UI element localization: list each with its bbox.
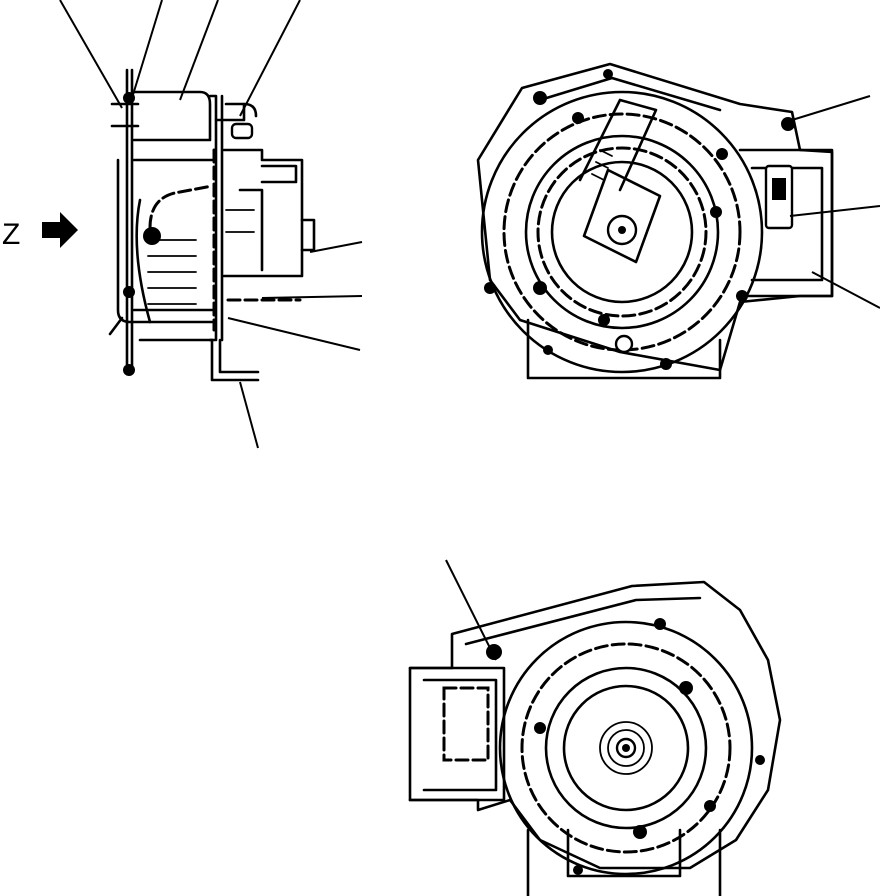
- view-z-marker: Z: [2, 212, 78, 251]
- arrow-right-icon: [42, 212, 78, 248]
- rear-view: [408, 559, 782, 896]
- front-view: [476, 62, 880, 380]
- view-z-label: Z: [2, 218, 20, 251]
- side-view: [59, 0, 363, 449]
